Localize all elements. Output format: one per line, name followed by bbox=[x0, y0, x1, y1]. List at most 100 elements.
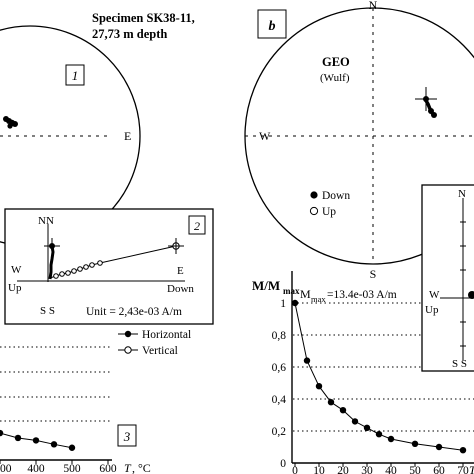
legend-horizontal-label: Horizontal bbox=[142, 329, 191, 341]
chart-right-x-tick-60: 60 bbox=[433, 465, 445, 474]
inset2-vertical-path bbox=[49, 245, 177, 279]
chart3-series-line bbox=[0, 432, 73, 449]
specimen-line2: 27,73 m depth bbox=[92, 27, 167, 41]
legend-down-marker bbox=[310, 191, 318, 199]
right-inset-south-label: S S bbox=[452, 358, 467, 370]
chart-right-x-tick-40: 40 bbox=[385, 465, 397, 474]
right-direction-cluster bbox=[415, 87, 437, 118]
left-direction-cluster bbox=[3, 116, 18, 129]
y-axis-label-sub: max bbox=[283, 286, 300, 296]
chart3-point-5 bbox=[68, 444, 76, 451]
chart3-label: 3 bbox=[123, 429, 131, 444]
inset2-vertical-points bbox=[53, 260, 103, 279]
y-tick-0-8: 0,8 bbox=[272, 330, 287, 342]
inset2-label-box bbox=[188, 215, 206, 235]
chart-right-x-tick-30: 30 bbox=[361, 465, 373, 474]
inset2-east-label: E bbox=[177, 265, 184, 277]
right-inset-up-label: Up bbox=[425, 304, 439, 316]
chart3-series-points bbox=[0, 429, 76, 451]
chart-right-point-9 bbox=[411, 440, 419, 447]
right-inset: N W Up S S bbox=[421, 184, 474, 372]
mmax-main: M bbox=[300, 287, 311, 301]
chart-right-point-5 bbox=[351, 418, 359, 425]
panel-b-letter: b bbox=[269, 19, 276, 34]
right-inset-west-label: W bbox=[429, 289, 440, 301]
y-tick-0-4: 0,4 bbox=[272, 394, 287, 406]
chart-right-point-4 bbox=[339, 407, 347, 414]
legend-horizontal-marker bbox=[124, 330, 132, 338]
inset2-zijderveld: NN W Up E Down S S 2 Unit = 2,43e-03 A/m bbox=[4, 208, 214, 325]
right-inset-frame bbox=[421, 184, 474, 372]
stereonet-label-box bbox=[65, 64, 85, 86]
legend-vertical-label: Vertical bbox=[142, 345, 178, 357]
inset2-south-label: S S bbox=[40, 305, 55, 317]
chart-right-series-points bbox=[291, 299, 467, 454]
y-tick-0: 0 bbox=[280, 458, 286, 470]
chart-right-x-axis-T: T bbox=[469, 463, 474, 474]
mmax-sub: max bbox=[311, 294, 326, 304]
chart3-x-tick-400: 400 bbox=[27, 463, 45, 474]
right-inset-north-label: N bbox=[458, 188, 466, 200]
legend-vertical-marker bbox=[124, 346, 132, 354]
chart3-gridlines bbox=[0, 346, 112, 422]
chart-right-point-2 bbox=[315, 383, 323, 390]
chart-right-gridlines bbox=[293, 302, 474, 432]
inset2-down-label: Down bbox=[167, 283, 194, 295]
right-west-label: W bbox=[259, 129, 271, 143]
chart3-line bbox=[0, 432, 73, 449]
left-legend: Horizontal Vertical bbox=[118, 329, 191, 357]
wulf-label: (Wulf) bbox=[320, 72, 350, 84]
chart3-x-tick-500: 500 bbox=[63, 463, 81, 474]
chart-right-x-tick-0: 0 bbox=[292, 465, 298, 474]
chart-right-x-tick-70: 70 bbox=[457, 465, 469, 474]
chart-right-x-tick-20: 20 bbox=[337, 465, 349, 474]
right-inset-point bbox=[468, 291, 474, 299]
chart-right-line bbox=[294, 302, 464, 451]
y-tick-1: 1 bbox=[280, 298, 286, 310]
legend-up-marker bbox=[309, 206, 319, 216]
chart-right-point-0 bbox=[291, 299, 299, 307]
mmax-value: =13.4e-03 A/m bbox=[327, 289, 397, 301]
inset2-west-label: W bbox=[11, 264, 22, 276]
geo-label: GEO bbox=[322, 55, 350, 69]
right-north-label: N bbox=[369, 0, 378, 12]
chart3-x-axis-unit: , °C bbox=[132, 461, 151, 474]
chart-right-point-8 bbox=[387, 435, 395, 443]
chart-right-point-6 bbox=[363, 424, 371, 431]
chart-right-point-7 bbox=[375, 431, 383, 438]
specimen-line1: Specimen SK38-11, bbox=[92, 11, 195, 25]
y-tick-0-6: 0,6 bbox=[272, 362, 287, 374]
chart-right-x-tick-10: 10 bbox=[313, 465, 325, 474]
chart3-x-tick-600: 600 bbox=[99, 463, 117, 474]
chart3-point-4 bbox=[50, 441, 58, 448]
chart-right: 1 0,8 0,6 0,4 0,2 0 0 10 20 30 40 50 60 70 T M/… bbox=[252, 271, 474, 474]
stereonet-label-1: 1 bbox=[72, 68, 79, 83]
inset2-unit-text: Unit = 2,43e-03 A/m bbox=[86, 306, 182, 318]
legend-down-label: Down bbox=[322, 190, 350, 202]
chart-right-point-11 bbox=[459, 447, 467, 454]
chart3-x-axis-T: T bbox=[124, 461, 132, 474]
inset2-north-label: NN bbox=[38, 215, 54, 227]
chart3-point-2 bbox=[14, 434, 22, 442]
chart-right-x-ticks: 0 10 20 30 40 50 60 70 bbox=[292, 463, 469, 474]
inset2-up-label: Up bbox=[8, 282, 22, 294]
chart3-x-tick-00: 00 bbox=[0, 463, 12, 474]
left-east-label: E bbox=[124, 129, 131, 143]
chart3-label-box bbox=[117, 424, 137, 447]
right-south-label: S bbox=[370, 267, 377, 281]
chart-right-point-1 bbox=[303, 357, 311, 364]
chart3: 00 400 500 600 T , °C 3 bbox=[0, 346, 151, 474]
chart-right-x-tick-50: 50 bbox=[409, 465, 421, 474]
chart3-x-ticks bbox=[0, 460, 109, 464]
y-axis-label-main: M/M bbox=[252, 278, 280, 293]
panel-b-label-box bbox=[257, 9, 287, 39]
legend-up-label: Up bbox=[322, 206, 336, 218]
chart-right-point-3 bbox=[327, 399, 335, 406]
chart-right-series-line bbox=[294, 302, 464, 451]
chart-right-point-10 bbox=[435, 443, 443, 451]
chart3-point-3 bbox=[32, 437, 40, 444]
inset2-label: 2 bbox=[194, 219, 200, 233]
inset2-frame bbox=[4, 208, 214, 325]
y-tick-0-2: 0,2 bbox=[272, 426, 287, 438]
